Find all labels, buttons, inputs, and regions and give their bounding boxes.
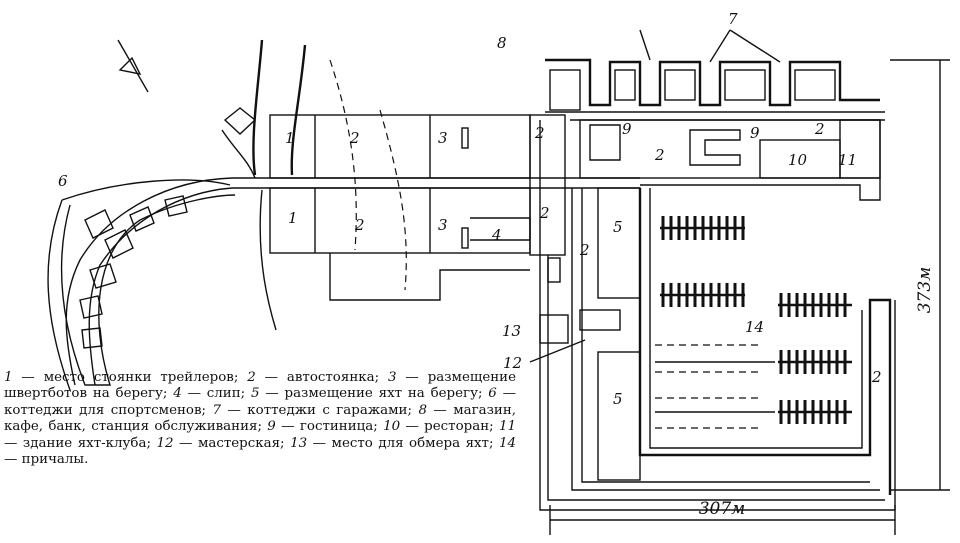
legend-number: 6: [488, 386, 497, 402]
legend-text: здание яхт-клуба;: [22, 435, 151, 451]
label-6: 6: [58, 172, 68, 190]
legend-dash: —: [259, 386, 285, 402]
legend-dash: —: [4, 452, 22, 468]
legend-item: 10 — ресторан;: [383, 419, 494, 434]
legend-text: слип;: [206, 386, 246, 402]
label-2: 2: [814, 120, 825, 138]
legend-dash: —: [181, 386, 207, 402]
legend-dash: —: [255, 370, 287, 385]
legend-number: 12: [156, 435, 174, 451]
legend-number: 4: [173, 386, 182, 402]
legend-number: 10: [383, 419, 401, 435]
legend-text: размещение яхт на берегу;: [284, 386, 483, 402]
north-arrow-icon: [117, 39, 149, 93]
legend-number: 13: [290, 435, 308, 451]
legend-number: 2: [247, 370, 256, 385]
marina-complex: [539, 120, 896, 511]
legend-dash: —: [400, 419, 425, 435]
legend: 1 — место стоянки трейлеров; 2 — автосто…: [4, 370, 516, 468]
legend-item: 13 — место для обмера яхт;: [290, 436, 493, 451]
label-9: 9: [622, 120, 632, 138]
piers: [655, 216, 852, 429]
label-9: 9: [750, 124, 760, 142]
sportsmen-cottages-area: [47, 179, 236, 391]
dimension-width: 307м: [549, 499, 896, 535]
legend-text: магазин, кафе, банк, станция обслуживани…: [4, 402, 517, 435]
legend-item: 4 — слип;: [173, 386, 245, 401]
legend-number: 1: [4, 370, 13, 385]
legend-dash: —: [173, 435, 198, 451]
label-13: 13: [502, 322, 521, 340]
legend-item: 14 — причалы.: [4, 436, 516, 467]
legend-item: 2 — автостоянка;: [247, 370, 379, 385]
legend-item: 1 — место стоянки трейлеров;: [4, 370, 238, 385]
label-4: 4: [491, 226, 502, 244]
label-5: 5: [613, 218, 623, 236]
legend-text: место для обмера яхт;: [331, 435, 494, 451]
legend-number: 7: [212, 402, 222, 418]
legend-text: автостоянка;: [286, 370, 380, 385]
label-2: 2: [349, 129, 360, 147]
legend-dash: —: [396, 370, 428, 385]
legend-dash: —: [307, 435, 332, 451]
legend-text: место стоянки трейлеров;: [43, 370, 239, 385]
label-2: 2: [539, 204, 550, 222]
legend-text: коттеджи для спортсменов;: [4, 402, 207, 418]
legend-dash: —: [12, 370, 44, 385]
hotel-restaurant-block: [579, 119, 881, 201]
label-11: 11: [838, 151, 857, 169]
legend-item: 12 — мастерская;: [156, 436, 284, 451]
legend-number: 11: [498, 419, 517, 435]
legend-item: 6 — коттеджи для спортсменов;: [4, 386, 516, 417]
legend-number: 8: [418, 402, 427, 418]
legend-text: размещение швертботов на берегу;: [4, 370, 517, 402]
legend-dash: —: [221, 402, 248, 418]
legend-dash: —: [4, 435, 23, 451]
height-label: 373м: [915, 267, 935, 314]
legend-dash: —: [496, 386, 517, 402]
legend-number: 14: [499, 435, 517, 451]
label-1: 1: [285, 129, 295, 147]
shoreline: [252, 39, 407, 331]
legend-number: 3: [388, 370, 397, 385]
width-label: 307м: [699, 499, 746, 519]
legend-number: 5: [250, 386, 260, 402]
legend-text: мастерская;: [197, 435, 285, 451]
label-8: 8: [497, 34, 507, 52]
garage-cottages-row: [545, 29, 885, 121]
label-5: 5: [613, 390, 623, 408]
legend-dash: —: [426, 402, 454, 418]
legend-item: 7 — коттеджи с гаражами;: [213, 403, 413, 418]
label-7: 7: [728, 10, 738, 28]
label-3: 3: [438, 129, 448, 147]
label-2: 2: [354, 216, 365, 234]
dimension-height: 373м: [890, 59, 950, 491]
label-2: 2: [654, 146, 665, 164]
label-12: 12: [503, 354, 522, 372]
legend-text: ресторан;: [424, 419, 494, 435]
legend-item: 5 — размещение яхт на берегу;: [251, 386, 483, 401]
legend-text: гостиница;: [299, 419, 378, 435]
label-3: 3: [438, 216, 448, 234]
parking-blocks: [269, 114, 566, 301]
legend-text: причалы.: [21, 452, 89, 468]
label-2: 2: [579, 241, 590, 259]
legend-item: 3 — размещение швертботов на берегу;: [4, 370, 516, 401]
legend-item: 9 — гостиница;: [267, 419, 377, 434]
plan-labels: 1 1 2 2 2 2 2 2 2 2 3 3 4 5 5 6 7 8 9 9 …: [58, 10, 882, 408]
legend-number: 9: [267, 419, 276, 435]
legend-text: коттеджи с гаражами;: [247, 402, 412, 418]
label-10: 10: [788, 151, 808, 169]
legend-item: 8 — магазин, кафе, банк, станция обслужи…: [4, 403, 516, 434]
label-2: 2: [871, 368, 882, 386]
label-1: 1: [288, 209, 298, 227]
label-2: 2: [534, 124, 545, 142]
label-14: 14: [745, 318, 764, 336]
legend-item: 11 — здание яхт-клуба;: [4, 419, 516, 450]
legend-dash: —: [275, 419, 300, 435]
